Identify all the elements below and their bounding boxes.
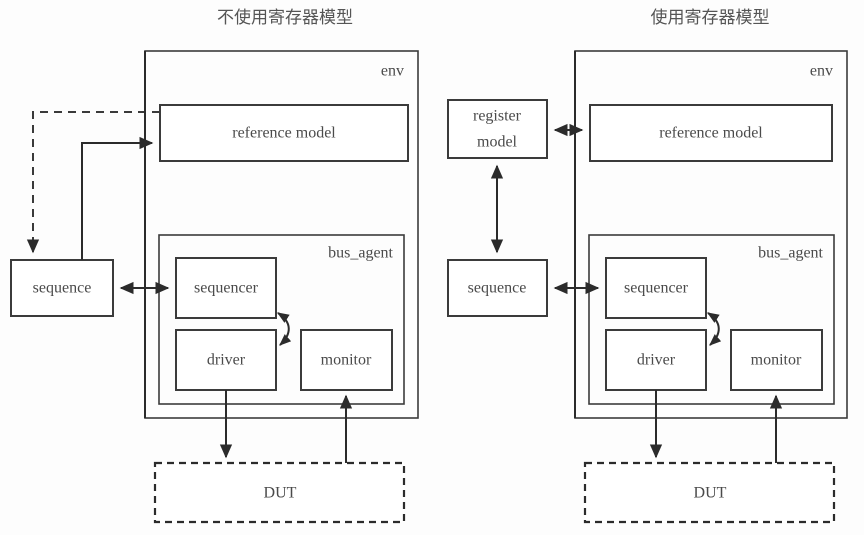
left-conn-refmodel-to-sequence	[26, 111, 160, 254]
right-panel-title: 使用寄存器模型	[651, 7, 770, 28]
left-bus-agent-container	[158, 234, 405, 405]
right-monitor-box[interactable]	[730, 329, 823, 391]
right-bus-agent-label: bus_agent	[758, 245, 823, 262]
right-conn-sequencer-driver	[706, 312, 722, 346]
right-driver-label: driver	[637, 352, 676, 369]
right-dut-box	[583, 461, 836, 524]
left-sequence-label: sequence	[33, 280, 92, 297]
left-reference-model-box[interactable]	[159, 104, 409, 162]
right-reference-model-label: reference model	[659, 125, 763, 142]
left-env-label: env	[381, 63, 404, 80]
right-bus-agent-container	[588, 234, 835, 405]
left-sequencer-label: sequencer	[194, 280, 259, 297]
left-monitor-box[interactable]	[300, 329, 393, 391]
left-sequence-box[interactable]	[10, 259, 114, 317]
left-conn-sequence-to-refmodel	[81, 136, 154, 260]
right-monitor-label: monitor	[751, 352, 802, 369]
right-env-label: env	[810, 63, 833, 80]
left-dut-label: DUT	[264, 485, 297, 502]
right-sequence-label: sequence	[468, 280, 527, 297]
right-register-model-box[interactable]	[447, 99, 548, 159]
left-reference-model-label: reference model	[232, 125, 336, 142]
right-sequencer-label: sequencer	[624, 280, 689, 297]
left-dut-box	[153, 461, 406, 524]
left-driver-box[interactable]	[175, 329, 277, 391]
right-sequence-box[interactable]	[447, 259, 548, 317]
right-sequencer-box[interactable]	[605, 257, 707, 319]
left-monitor-label: monitor	[321, 352, 372, 369]
right-dut-label: DUT	[694, 485, 727, 502]
right-register-model-label-line2: model	[477, 134, 518, 151]
left-conn-sequencer-driver	[276, 312, 292, 346]
right-register-model-label-line1: register	[473, 108, 522, 125]
right-reference-model-box[interactable]	[589, 104, 833, 162]
left-panel-title: 不使用寄存器模型	[217, 7, 353, 28]
left-bus-agent-label: bus_agent	[328, 245, 393, 262]
left-sequencer-box[interactable]	[175, 257, 277, 319]
left-driver-label: driver	[207, 352, 246, 369]
